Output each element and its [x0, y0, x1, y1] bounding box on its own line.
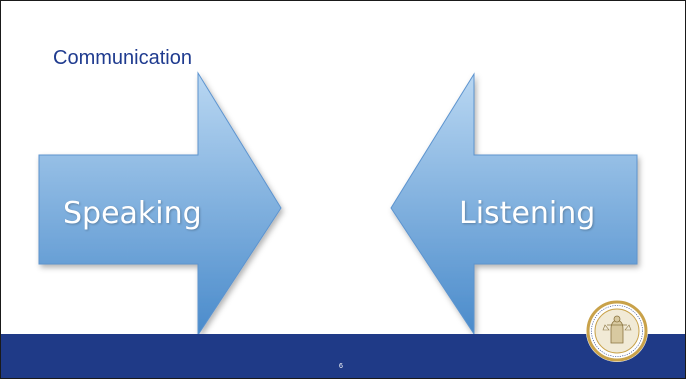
arrow-listening-left: [390, 72, 638, 336]
page-number: 6: [339, 363, 343, 370]
footer-bar: 6: [1, 334, 685, 378]
arrow-label-listening: Listening: [459, 196, 596, 231]
slide-title: Communication: [53, 47, 192, 69]
arrow-speaking-right: [38, 71, 282, 337]
court-seal-icon: [586, 300, 648, 362]
arrow-label-speaking: Speaking: [63, 196, 202, 231]
